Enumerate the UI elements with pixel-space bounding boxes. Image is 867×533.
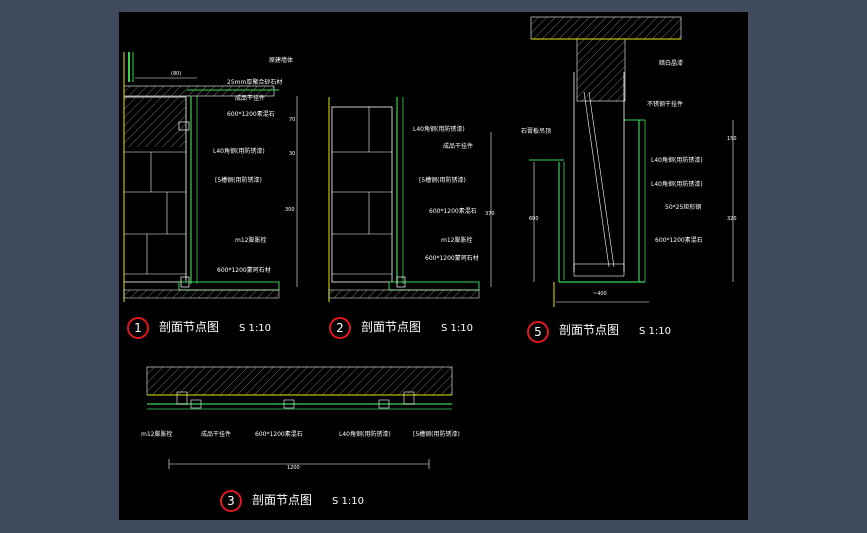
label-floor-stone: 600*1200蒙珂石材 bbox=[217, 267, 271, 274]
label-rect-steel: 50*25矩形钢 bbox=[665, 204, 702, 211]
dim-600: 600 bbox=[529, 216, 539, 222]
label-l40-angle: L40角钢(用防锈漆) bbox=[651, 157, 703, 164]
label-original-wall: 原建墙体 bbox=[269, 57, 294, 64]
scale-detail-3: S 1:10 bbox=[332, 496, 364, 507]
cad-drawing-area: 原建墙体 25mm厚聚合砂石材 成品干挂件 600*1200素混石 L40角钢(… bbox=[119, 12, 748, 520]
wall-hatch bbox=[124, 97, 186, 147]
dim-300: 300 bbox=[285, 207, 295, 213]
callout-circle-1: 1 bbox=[127, 317, 149, 339]
label-m12-bolt: m12膨胀栓 bbox=[441, 237, 473, 244]
label-l40-angle: L40角钢(用防锈漆) bbox=[413, 126, 465, 133]
scale-detail-2: S 1:10 bbox=[441, 323, 473, 334]
callout-circle-2: 2 bbox=[329, 317, 351, 339]
label-stone-600: 600*1200素混石 bbox=[255, 431, 303, 438]
label-channel: [5槽钢(用防锈漆) bbox=[413, 431, 460, 438]
label-channel: [5槽钢(用防锈漆) bbox=[419, 177, 466, 184]
title-detail-3: 剖面节点图 bbox=[252, 493, 313, 507]
label-l40-angle: L40角钢(用防锈漆) bbox=[213, 148, 265, 155]
label-m12-bolt: m12膨胀栓 bbox=[235, 237, 267, 244]
label-25mm-stone: 25mm厚聚合砂石材 bbox=[227, 79, 283, 86]
dim-400: ~400 bbox=[593, 291, 607, 297]
anchor-bracket bbox=[180, 276, 190, 288]
anchor-bracket bbox=[178, 121, 190, 131]
label-l40-angle-2: L40角钢(用防锈漆) bbox=[651, 181, 703, 188]
label-gypsum-ceiling: 石膏板吊顶 bbox=[521, 128, 552, 135]
cad-linework bbox=[123, 16, 734, 469]
title-detail-2: 剖面节点图 bbox=[361, 320, 422, 334]
label-l40-angle: L40角钢(用防锈漆) bbox=[339, 431, 391, 438]
label-stone-600: 600*1200素混石 bbox=[227, 111, 275, 118]
dim-370: 370 bbox=[485, 211, 495, 217]
scale-detail-1: S 1:10 bbox=[239, 323, 271, 334]
label-steel-hanger: 不锈钢干挂件 bbox=[647, 101, 684, 108]
label-stone-600: 600*1200素混石 bbox=[429, 208, 477, 215]
label-floor-stone: 600*1200蒙珂石材 bbox=[425, 255, 479, 262]
callout-circle-5: 5 bbox=[527, 321, 549, 343]
label-white-paint: 暗白晶漆 bbox=[659, 60, 684, 67]
callout-circle-3: 3 bbox=[220, 490, 242, 512]
label-dry-hang: 成品干挂件 bbox=[235, 95, 266, 102]
label-dry-hang: 成品干挂件 bbox=[443, 143, 474, 150]
dim-1200: 1200 bbox=[287, 465, 300, 471]
label-stone-600: 600*1200素混石 bbox=[655, 237, 703, 244]
dim-80: (80) bbox=[171, 71, 182, 77]
floor-finish bbox=[178, 281, 280, 291]
scale-detail-5: S 1:10 bbox=[639, 326, 671, 337]
dim-30: 30 bbox=[289, 151, 296, 157]
detail-3-section bbox=[146, 366, 453, 469]
dim-320: 320 bbox=[727, 216, 737, 222]
label-dry-hang: 成品干挂件 bbox=[201, 431, 232, 438]
title-detail-5: 剖面节点图 bbox=[559, 323, 620, 337]
dim-150: 150 bbox=[727, 136, 737, 142]
detail-2-section bbox=[328, 97, 492, 302]
title-detail-1: 剖面节点图 bbox=[159, 320, 220, 334]
detail-1-section bbox=[123, 52, 298, 302]
label-m12-bolt: m12膨胀栓 bbox=[141, 431, 173, 438]
dim-70: 70 bbox=[289, 117, 296, 123]
detail-5-section bbox=[529, 16, 734, 307]
label-channel: [5槽钢(用防锈漆) bbox=[215, 177, 262, 184]
floor-slab bbox=[123, 289, 280, 299]
